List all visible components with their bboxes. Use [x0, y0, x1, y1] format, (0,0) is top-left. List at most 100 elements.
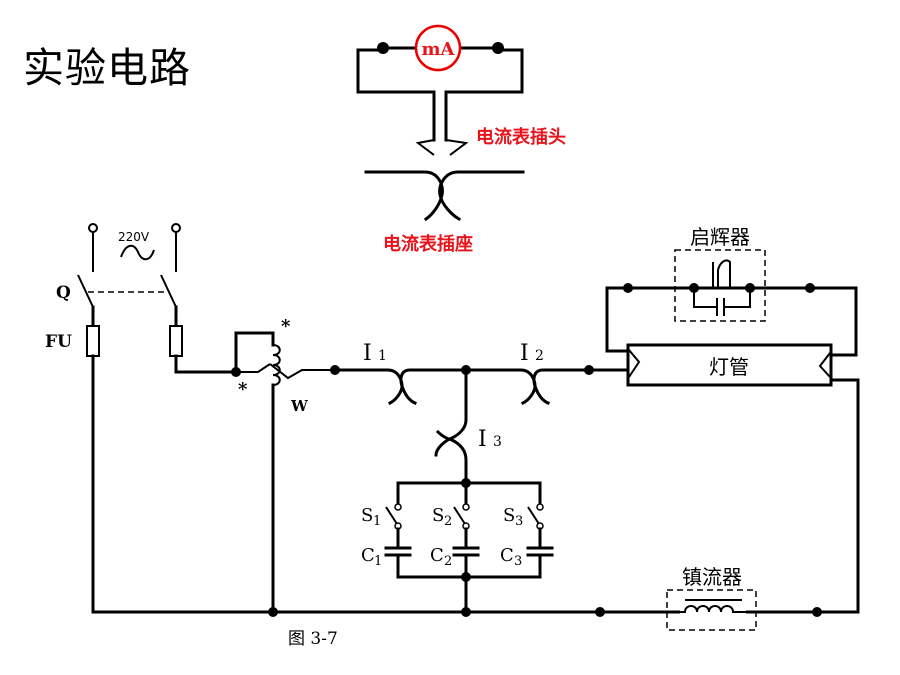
wattmeter-label: W	[290, 397, 309, 415]
node-lamp-in	[584, 365, 594, 375]
switch-s2-label: S	[432, 505, 444, 526]
current-i2-label: I	[520, 341, 529, 366]
branch-2: S 2 C 2	[430, 503, 480, 569]
branch-3: S 3 C 3	[500, 503, 554, 569]
capacitor-c1-sub: 1	[374, 554, 382, 569]
switch-q-blade-left	[77, 274, 94, 308]
switch-s1-label: S	[361, 505, 373, 526]
socket-i3-top	[434, 368, 468, 457]
socket-left	[364, 170, 444, 222]
ballast: 镇流器	[595, 565, 822, 631]
starter-label: 启辉器	[690, 225, 750, 249]
ballast-coil-icon	[667, 605, 756, 613]
socket-i1-right	[399, 368, 468, 405]
plug-wire-bottom-left	[356, 90, 436, 142]
node-bank-neutral	[461, 607, 471, 617]
starter-capacitor-wire	[693, 288, 751, 308]
node-bank-bottom	[461, 572, 471, 582]
fuse-label: FU	[45, 332, 72, 352]
node-starter-2	[689, 283, 699, 293]
switch-s1-blade-icon	[385, 506, 398, 525]
starter-capacitor-icon	[716, 298, 725, 316]
capacitor-c2-label: C	[430, 545, 444, 566]
polarity-mark-bottom: *	[238, 379, 248, 400]
switch-s3-blade-icon	[527, 506, 540, 525]
switch-q-label: Q	[56, 283, 71, 303]
switch-s3-sub: 3	[515, 514, 523, 529]
socket-i2-left	[464, 368, 537, 406]
lamp-tube-icon	[626, 343, 833, 387]
node-starter-3	[745, 283, 755, 293]
capacitor-c2-sub: 2	[444, 554, 452, 569]
starter-enclosure	[674, 249, 766, 322]
terminal-left	[88, 223, 98, 233]
milliammeter-icon	[414, 24, 462, 72]
fuse-right-icon	[169, 325, 183, 357]
lamp-return-wire	[829, 378, 860, 614]
wattmeter: * * W	[231, 316, 340, 617]
lamp-label: 灯管	[709, 355, 749, 379]
plug-terminal-right	[492, 42, 504, 54]
node-starter-1	[623, 283, 633, 293]
plug-wire-right	[444, 48, 524, 142]
socket-label: 电流表插座	[383, 233, 473, 255]
capacitor-c3-sub: 3	[514, 554, 522, 569]
main-line: I 1 I 2 I 3	[333, 341, 630, 485]
voltage-label: 220V	[118, 230, 150, 244]
socket-i3-bottom	[435, 429, 468, 485]
plug-wire-left	[356, 48, 385, 94]
current-i3-label: I	[478, 427, 487, 452]
wattmeter-current-out	[269, 363, 335, 380]
plug-arrow-left	[415, 139, 435, 156]
lamp-filament-left-icon	[628, 349, 641, 378]
current-i1-label: I	[363, 341, 372, 366]
switch-s2-blade-icon	[453, 506, 466, 525]
switch-s3-contact-top	[536, 503, 544, 511]
terminal-right	[171, 223, 181, 233]
plug-label: 电流表插头	[476, 126, 566, 148]
wattmeter-current-in	[238, 363, 271, 373]
ammeter-socket: 电流表插座	[364, 170, 525, 255]
capacitor-c3-label: C	[500, 545, 514, 566]
capacitor-c1-label: C	[361, 545, 375, 566]
branch-1: S 1 C 1	[361, 503, 412, 569]
milliammeter-label: mA	[421, 39, 455, 60]
ac-symbol-icon	[120, 244, 155, 261]
ammeter-plug: mA 电流表插头	[356, 24, 566, 156]
fuse-left-icon	[86, 325, 100, 357]
socket-i1-left	[333, 368, 404, 406]
node-neutral-wattmeter	[268, 607, 278, 617]
node-ballast-right	[812, 607, 822, 617]
capacitor-bank: S 1 C 1 S 2 C 2 S 3 C	[361, 478, 554, 617]
switch-q-blade-right	[160, 274, 177, 308]
node-starter-4	[805, 283, 815, 293]
live-wire	[174, 354, 240, 374]
switch-s1-sub: 1	[373, 514, 381, 529]
switch-s2-contact-top	[462, 503, 470, 511]
socket-right	[438, 170, 525, 222]
starter-contacts-icon	[694, 259, 750, 289]
node-bank-top	[461, 478, 471, 488]
current-i1-sub: 1	[378, 348, 387, 364]
wattmeter-voltage-loop	[234, 331, 275, 374]
ballast-enclosure	[666, 589, 757, 631]
switch-s3-label: S	[503, 505, 515, 526]
page-title: 实验电路	[23, 44, 191, 92]
lamp-filament-right-icon	[818, 352, 831, 378]
plug-terminal-left	[377, 42, 389, 54]
ballast-label: 镇流器	[682, 565, 742, 589]
current-i2-sub: 2	[535, 348, 544, 364]
figure-caption: 图 3-7	[288, 629, 338, 649]
switch-s2-sub: 2	[444, 514, 452, 529]
socket-i2-right	[532, 368, 592, 405]
polarity-mark-top: *	[281, 316, 291, 337]
plug-arrow-right	[445, 139, 469, 156]
wattmeter-coil-icon	[272, 344, 281, 386]
node-wattmeter-in	[231, 367, 241, 377]
switch-s1-contact-top	[394, 503, 402, 511]
node-ballast-left	[595, 607, 605, 617]
lamp-tube: 灯管	[605, 286, 860, 614]
current-i3-sub: 3	[493, 434, 502, 450]
starter: 启辉器	[623, 225, 815, 322]
